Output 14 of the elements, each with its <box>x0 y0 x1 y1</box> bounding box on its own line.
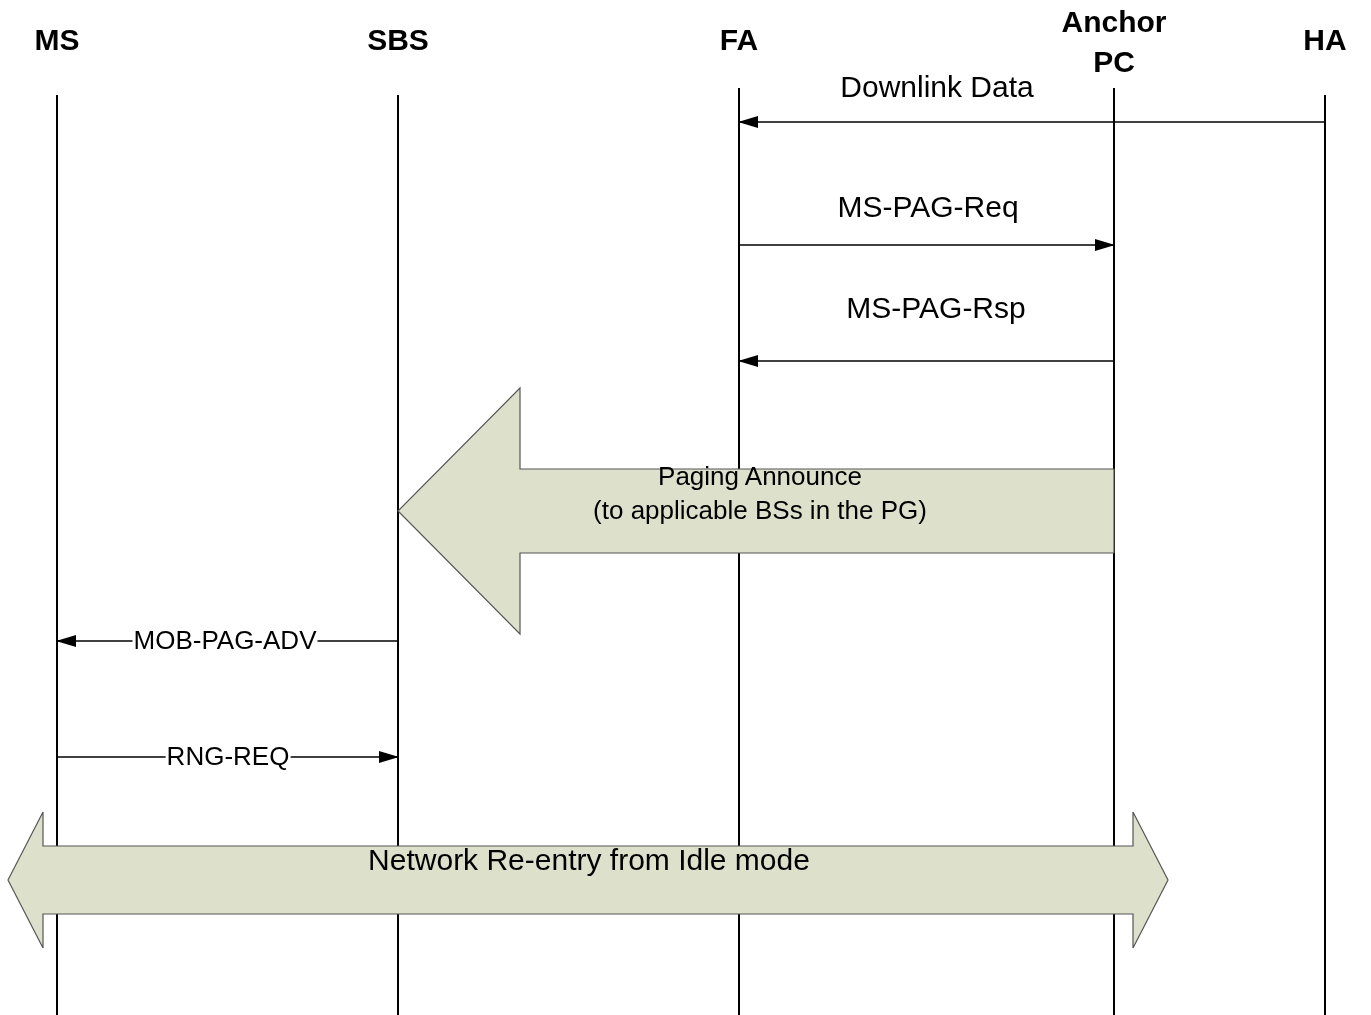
participant-label: FA <box>718 22 760 58</box>
block-arrow-text: Network Re-entry from Idle mode <box>368 842 810 878</box>
message-arrow <box>738 116 1326 128</box>
block-arrow-text: (to applicable BSs in the PG) <box>593 494 927 527</box>
message-label: Downlink Data <box>839 69 1035 105</box>
participant-label: Anchor PC <box>1060 4 1168 80</box>
message-arrow <box>738 355 1115 367</box>
participant-label: SBS <box>366 22 430 58</box>
message-arrow <box>738 239 1115 251</box>
message-label: MS-PAG-Req <box>836 189 1020 225</box>
block-arrow-text: Paging Announce <box>658 460 862 493</box>
message-label: MS-PAG-Rsp <box>845 290 1027 326</box>
participant-label: MS <box>33 22 81 58</box>
participant-label: HA <box>1302 22 1348 58</box>
